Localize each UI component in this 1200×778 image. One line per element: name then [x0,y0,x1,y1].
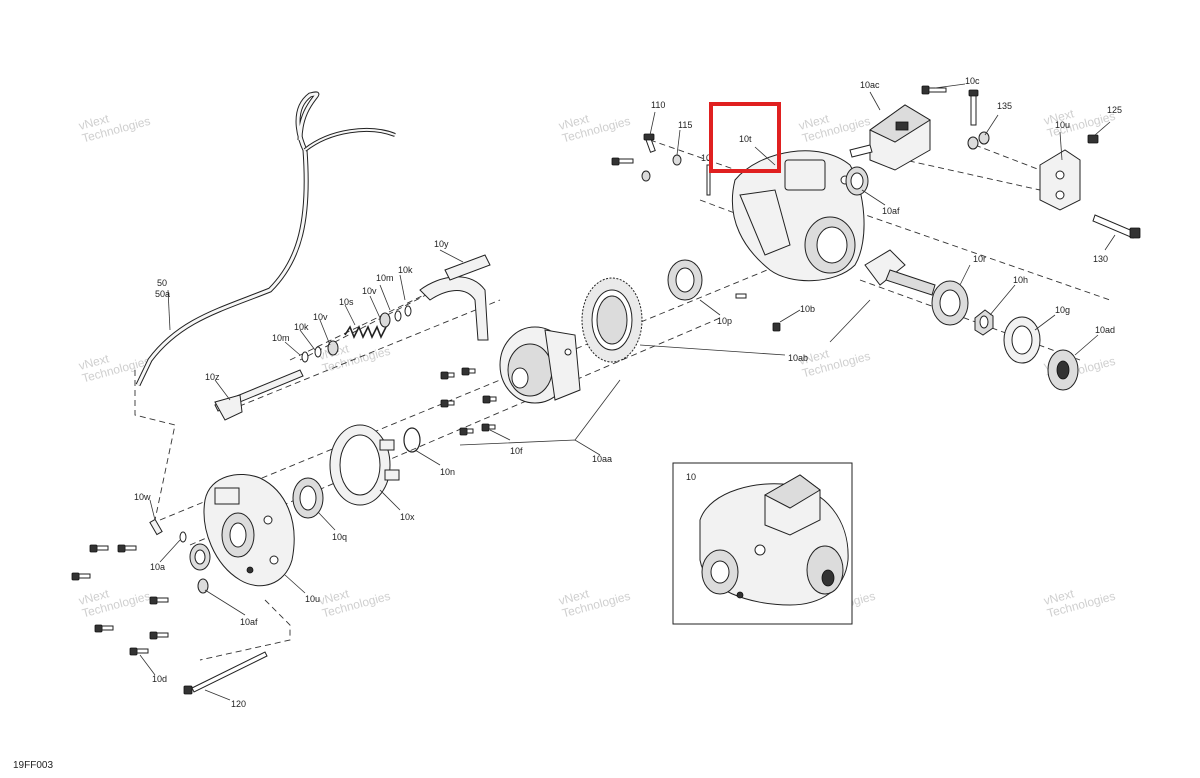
pinion-shaft [864,249,969,326]
label-10af-top: 10af [882,206,900,216]
label-10a: 10a [150,562,165,572]
inset-label: 10 [686,472,696,482]
ring-gear [581,277,643,363]
bearing-10q [292,477,324,519]
highlight-box [709,102,781,173]
label-10c: 10c [965,76,980,86]
label-10ab: 10ab [788,353,808,363]
spring-and-rings [301,305,412,363]
label-10v-a: 10v [362,286,377,296]
label-10k-a: 10k [398,265,413,275]
label-135: 135 [997,101,1012,111]
left-seals [149,518,211,594]
label-10y: 10y [434,239,449,249]
label-10f: 10f [510,446,523,456]
label-10t: 10t [739,134,752,144]
bolts-top-left [611,133,711,196]
seals-top [667,166,869,332]
label-10: 10 [701,153,711,163]
label-10ad: 10ad [1095,325,1115,335]
label-10n: 10n [440,467,455,477]
shift-shaft [214,254,491,421]
leader-lines [139,83,1116,701]
housing-ring-10x [329,424,421,506]
label-10u-top: 10u [1055,120,1070,130]
part-labels: 110 115 10t 10 10ac 10c 135 10u 125 10af… [134,76,1122,709]
label-10aa: 10aa [592,454,612,464]
bracket-top-right [921,85,1141,239]
label-50: 50 [157,278,167,288]
label-110: 110 [651,100,665,110]
bolts-10f [440,367,497,436]
label-10k-b: 10k [294,322,309,332]
label-50a: 50a [155,289,170,299]
label-10q: 10q [332,532,347,542]
label-10m-b: 10m [272,333,290,343]
bolts-left [71,544,268,695]
label-10s: 10s [339,297,354,307]
label-10g: 10g [1055,305,1070,315]
label-130: 130 [1093,254,1108,264]
diagram-code: 19FF003 [13,760,53,771]
label-10d: 10d [152,674,167,684]
label-10u-bot: 10u [305,594,320,604]
housing-cover-left [203,474,295,587]
label-125: 125 [1107,105,1122,115]
label-120: 120 [231,699,246,709]
label-10z: 10z [205,372,220,382]
actuator-10ac [849,104,931,171]
label-10af-bot: 10af [240,617,258,627]
cable-assembly [135,91,396,387]
label-10v-b: 10v [313,312,328,322]
label-10ac: 10ac [860,80,880,90]
differential-assembly [499,326,581,404]
label-10x: 10x [400,512,415,522]
label-10b: 10b [800,304,815,314]
label-10r: 10r [973,254,986,264]
nut-and-rings [974,309,1079,391]
main-housing [731,150,865,282]
label-10w: 10w [134,492,151,502]
inset-assembly: 10 [672,462,853,625]
label-10h: 10h [1013,275,1028,285]
label-10m-a: 10m [376,273,394,283]
label-115: 115 [678,120,692,130]
label-10p: 10p [717,316,732,326]
assembly-axes [134,139,1111,661]
